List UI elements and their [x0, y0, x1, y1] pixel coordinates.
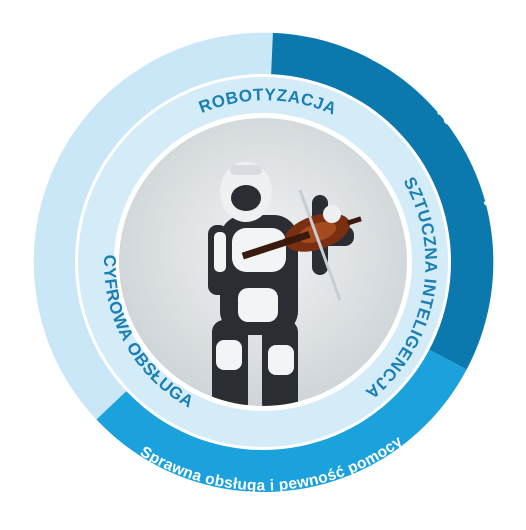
robot-violin-photo — [119, 118, 407, 406]
